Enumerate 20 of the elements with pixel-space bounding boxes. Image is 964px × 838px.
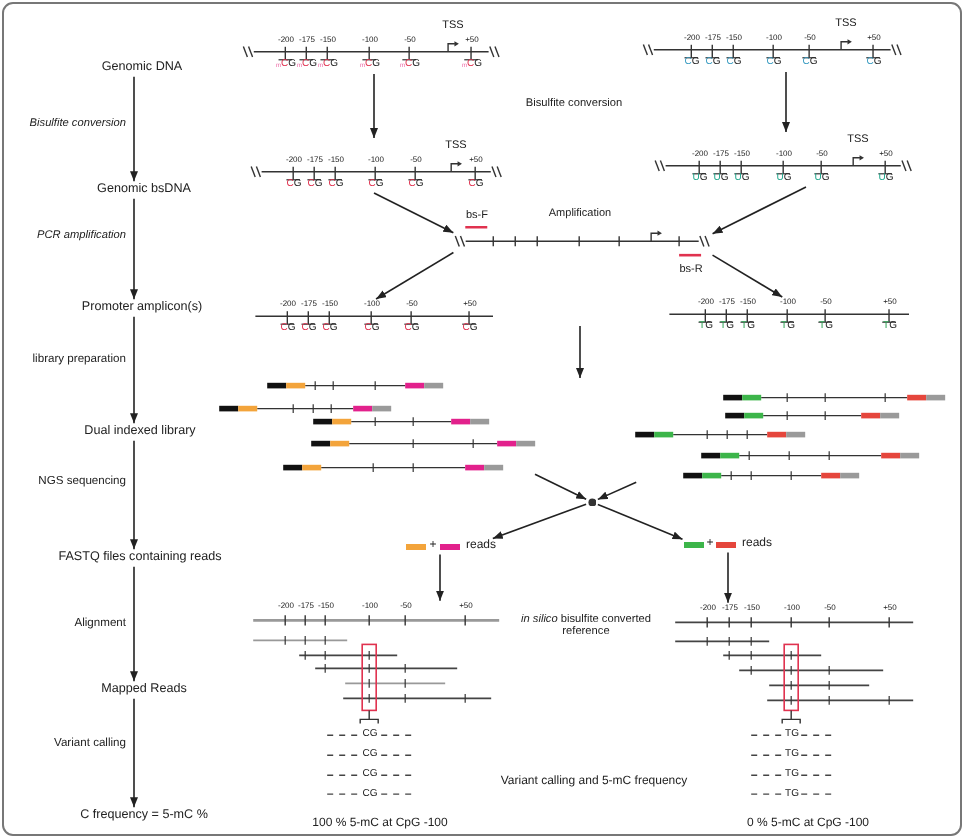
dot-icon xyxy=(587,497,597,507)
arrow xyxy=(597,481,637,501)
arrow xyxy=(375,251,455,300)
arrow xyxy=(130,698,138,808)
arrow xyxy=(711,186,807,235)
arrow xyxy=(130,566,138,682)
arrow xyxy=(370,73,378,139)
arrow xyxy=(130,316,138,424)
arrow xyxy=(534,473,587,500)
arrow xyxy=(597,503,684,540)
arrow xyxy=(711,254,784,298)
arrow xyxy=(782,71,790,133)
arrow xyxy=(373,192,455,234)
sequencing-library-drawing xyxy=(218,380,538,474)
arrow xyxy=(130,198,138,300)
arrow xyxy=(130,440,138,550)
sequencing-library-drawing xyxy=(634,392,948,482)
arrow xyxy=(436,553,444,602)
arrow xyxy=(492,503,587,540)
arrow xyxy=(130,76,138,182)
